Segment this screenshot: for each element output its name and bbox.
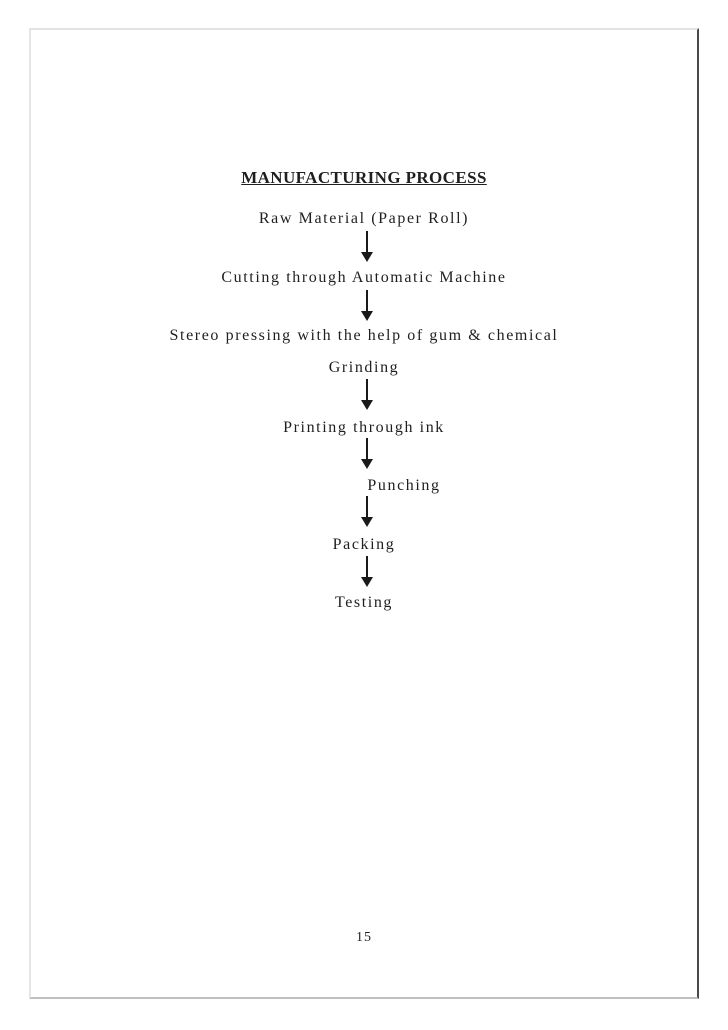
arrow-stem [366, 556, 368, 577]
document-page: MANUFACTURING PROCESS Raw Material (Pape… [29, 28, 699, 999]
down-arrow-icon [360, 379, 374, 410]
page-title: MANUFACTURING PROCESS [241, 168, 487, 187]
arrow-stem [366, 290, 368, 311]
down-arrow-icon [360, 290, 374, 321]
flow-step-raw-material: Raw Material (Paper Roll) [258, 210, 470, 227]
arrow-stem [366, 438, 368, 459]
flow-step-packing: Packing [332, 536, 396, 553]
flow-step-punching: Punching [367, 477, 441, 494]
arrow-stem [366, 231, 368, 252]
arrow-stem [366, 379, 368, 400]
down-arrow-icon [360, 231, 374, 262]
arrow-head [361, 517, 373, 527]
flow-step-printing: Printing through ink [283, 419, 445, 436]
flow-step-cutting: Cutting through Automatic Machine [221, 269, 507, 286]
down-arrow-icon [360, 496, 374, 527]
flow-step-stereo-pressing: Stereo pressing with the help of gum & c… [169, 327, 559, 344]
arrow-head [361, 577, 373, 587]
arrow-head [361, 252, 373, 262]
page-number: 15 [356, 930, 372, 945]
down-arrow-icon [360, 556, 374, 587]
flow-step-testing: Testing [334, 594, 394, 611]
down-arrow-icon [360, 438, 374, 469]
flow-step-grinding: Grinding [328, 359, 400, 376]
arrow-head [361, 311, 373, 321]
arrow-stem [366, 496, 368, 517]
arrow-head [361, 400, 373, 410]
arrow-head [361, 459, 373, 469]
